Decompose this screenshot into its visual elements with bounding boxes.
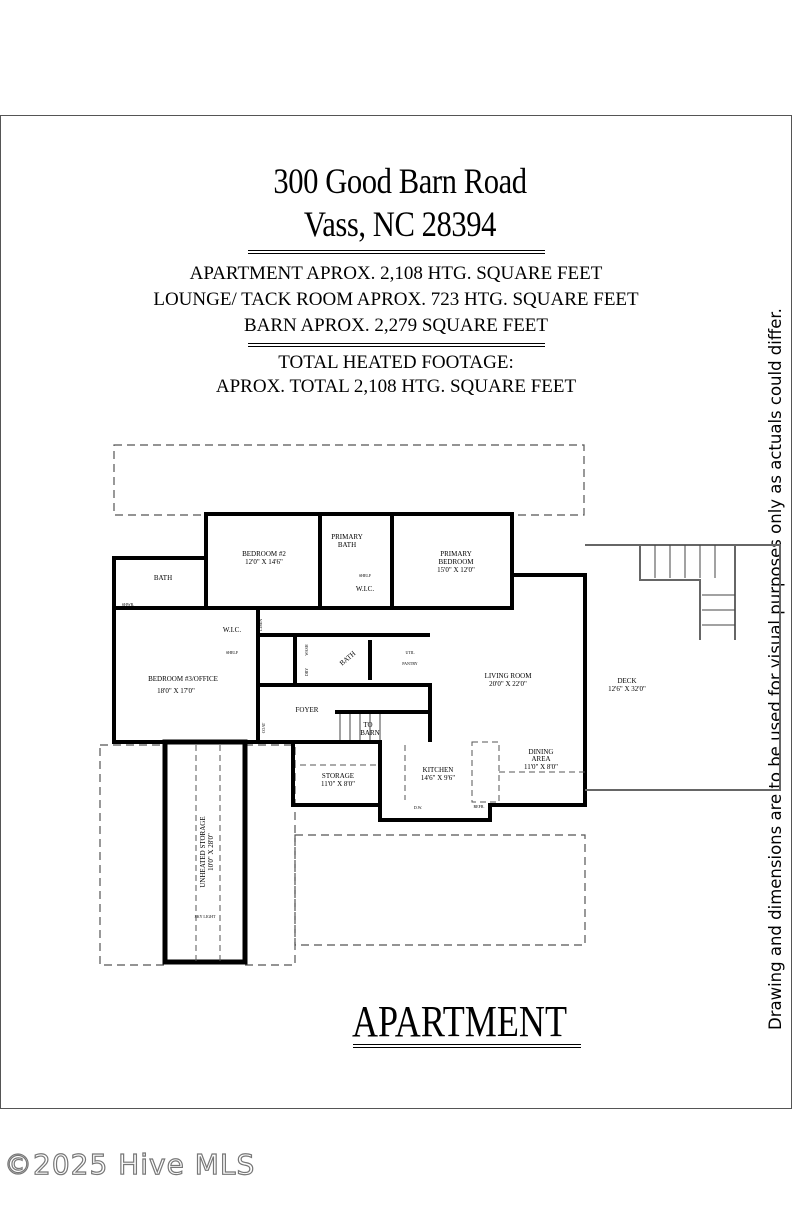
area-rule	[248, 343, 545, 347]
area-apartment: APARTMENT APROX. 2,108 HTG. SQUARE FEET	[189, 263, 603, 284]
address-line-2: Vass, NC 28394	[303, 204, 497, 244]
room-size-primary-bedroom: 15'0" X 12'0"	[437, 566, 475, 574]
room-size-kitchen: 14'6" X 9'6"	[421, 774, 455, 782]
plan-title: APARTMENT	[352, 997, 568, 1046]
room-label-bedroom2: BEDROOM #2	[242, 550, 286, 558]
to-barn-1: TO	[363, 721, 372, 729]
room-label-wic-primary: W.I.C.	[356, 585, 374, 593]
room-label-wic: W.I.C.	[223, 626, 241, 634]
deck-stairs	[339, 545, 735, 740]
room-label-primary-bath-1: PRIMARY	[331, 533, 363, 541]
room-label-bedroom3: BEDROOM #3/OFFICE	[148, 675, 218, 683]
room-label-living: LIVING ROOM	[485, 672, 533, 680]
address-line-1: 300 Good Barn Road	[273, 161, 527, 201]
room-label-deck: DECK	[617, 677, 636, 685]
total-label: TOTAL HEATED FOOTAGE:	[278, 352, 514, 373]
area-lounge: LOUNGE/ TACK ROOM APROX. 723 HTG. SQUARE…	[153, 289, 639, 310]
room-size-dining: 11'0" X 8'0"	[524, 763, 558, 771]
room-size-living: 20'0" X 22'0"	[489, 680, 527, 688]
kitchen-outline	[195, 741, 585, 962]
room-label-bath: BATH	[154, 574, 172, 582]
fixture-shelf-wic: SHELF	[226, 650, 239, 655]
fixture-wash: WASH	[304, 644, 309, 655]
plan-title-rule	[353, 1044, 581, 1048]
fixture-refr: REFR.	[473, 804, 484, 809]
room-label-primary-bedroom-1: PRIMARY	[440, 550, 472, 558]
room-label-kitchen: KITCHEN	[423, 766, 454, 774]
fixture-shwr: SHWR.	[122, 602, 135, 607]
deck-outline	[585, 544, 781, 791]
fixture-sky-light: SKY LIGHT	[195, 914, 216, 919]
fixture-pantry: PANTRY	[402, 661, 418, 666]
room-size-bedroom2: 12'0" X 14'6"	[245, 558, 283, 566]
room-size-storage: 11'0" X 8'0"	[321, 780, 355, 788]
fixture-dw: D.W.	[414, 805, 422, 810]
room-label-dining-2: AREA	[531, 755, 550, 763]
to-barn-2: BARN	[360, 729, 379, 737]
room-label-unheated: UNHEATED STORAGE	[199, 816, 207, 887]
watermark: ©2025 Hive MLS	[3, 1147, 256, 1181]
fixture-coat: COAT	[261, 722, 266, 733]
room-label-primary-bedroom-2: BEDROOM	[438, 558, 474, 566]
walls	[112, 512, 587, 965]
room-size-deck: 12'6" X 32'0"	[608, 685, 646, 693]
total-value: APROX. TOTAL 2,108 HTG. SQUARE FEET	[215, 376, 577, 397]
room-label-primary-bath-2: BATH	[338, 541, 356, 549]
room-label-hall-bath: BATH	[338, 650, 357, 668]
room-label-foyer: FOYER	[296, 706, 319, 714]
title-rule	[248, 250, 545, 254]
area-barn: BARN APROX. 2,279 SQUARE FEET	[243, 315, 549, 336]
fixture-linen: LINEN	[258, 619, 263, 631]
room-size-bedroom3: 18'0" X 17'0"	[157, 687, 195, 695]
fixture-util: UTIL	[405, 650, 415, 655]
room-label-storage: STORAGE	[322, 772, 354, 780]
room-label-dining-1: DINING	[529, 748, 554, 756]
room-size-unheated: 10'0" X 28'0"	[207, 833, 215, 871]
fixture-shelf: SHELF	[359, 573, 372, 578]
fixture-dry: DRY	[304, 668, 309, 676]
